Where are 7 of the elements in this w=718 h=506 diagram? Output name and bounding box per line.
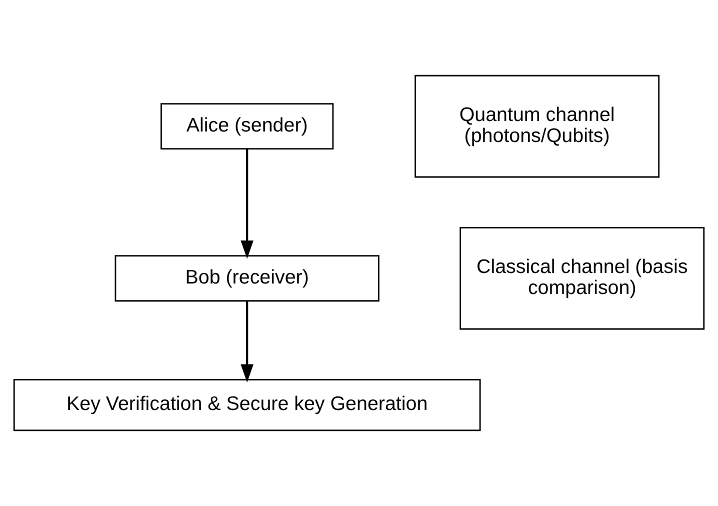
node-box: Alice (sender)	[160, 103, 334, 150]
node-box: Quantum channel (photons/Qubits)	[414, 74, 660, 178]
arrow	[240, 149, 254, 259]
node-box: Classical channel (basis comparison)	[460, 226, 705, 330]
arrow	[240, 301, 254, 383]
node-box: Bob (receiver)	[114, 255, 380, 302]
node-box: Key Verification & Secure key Generation	[13, 378, 481, 432]
